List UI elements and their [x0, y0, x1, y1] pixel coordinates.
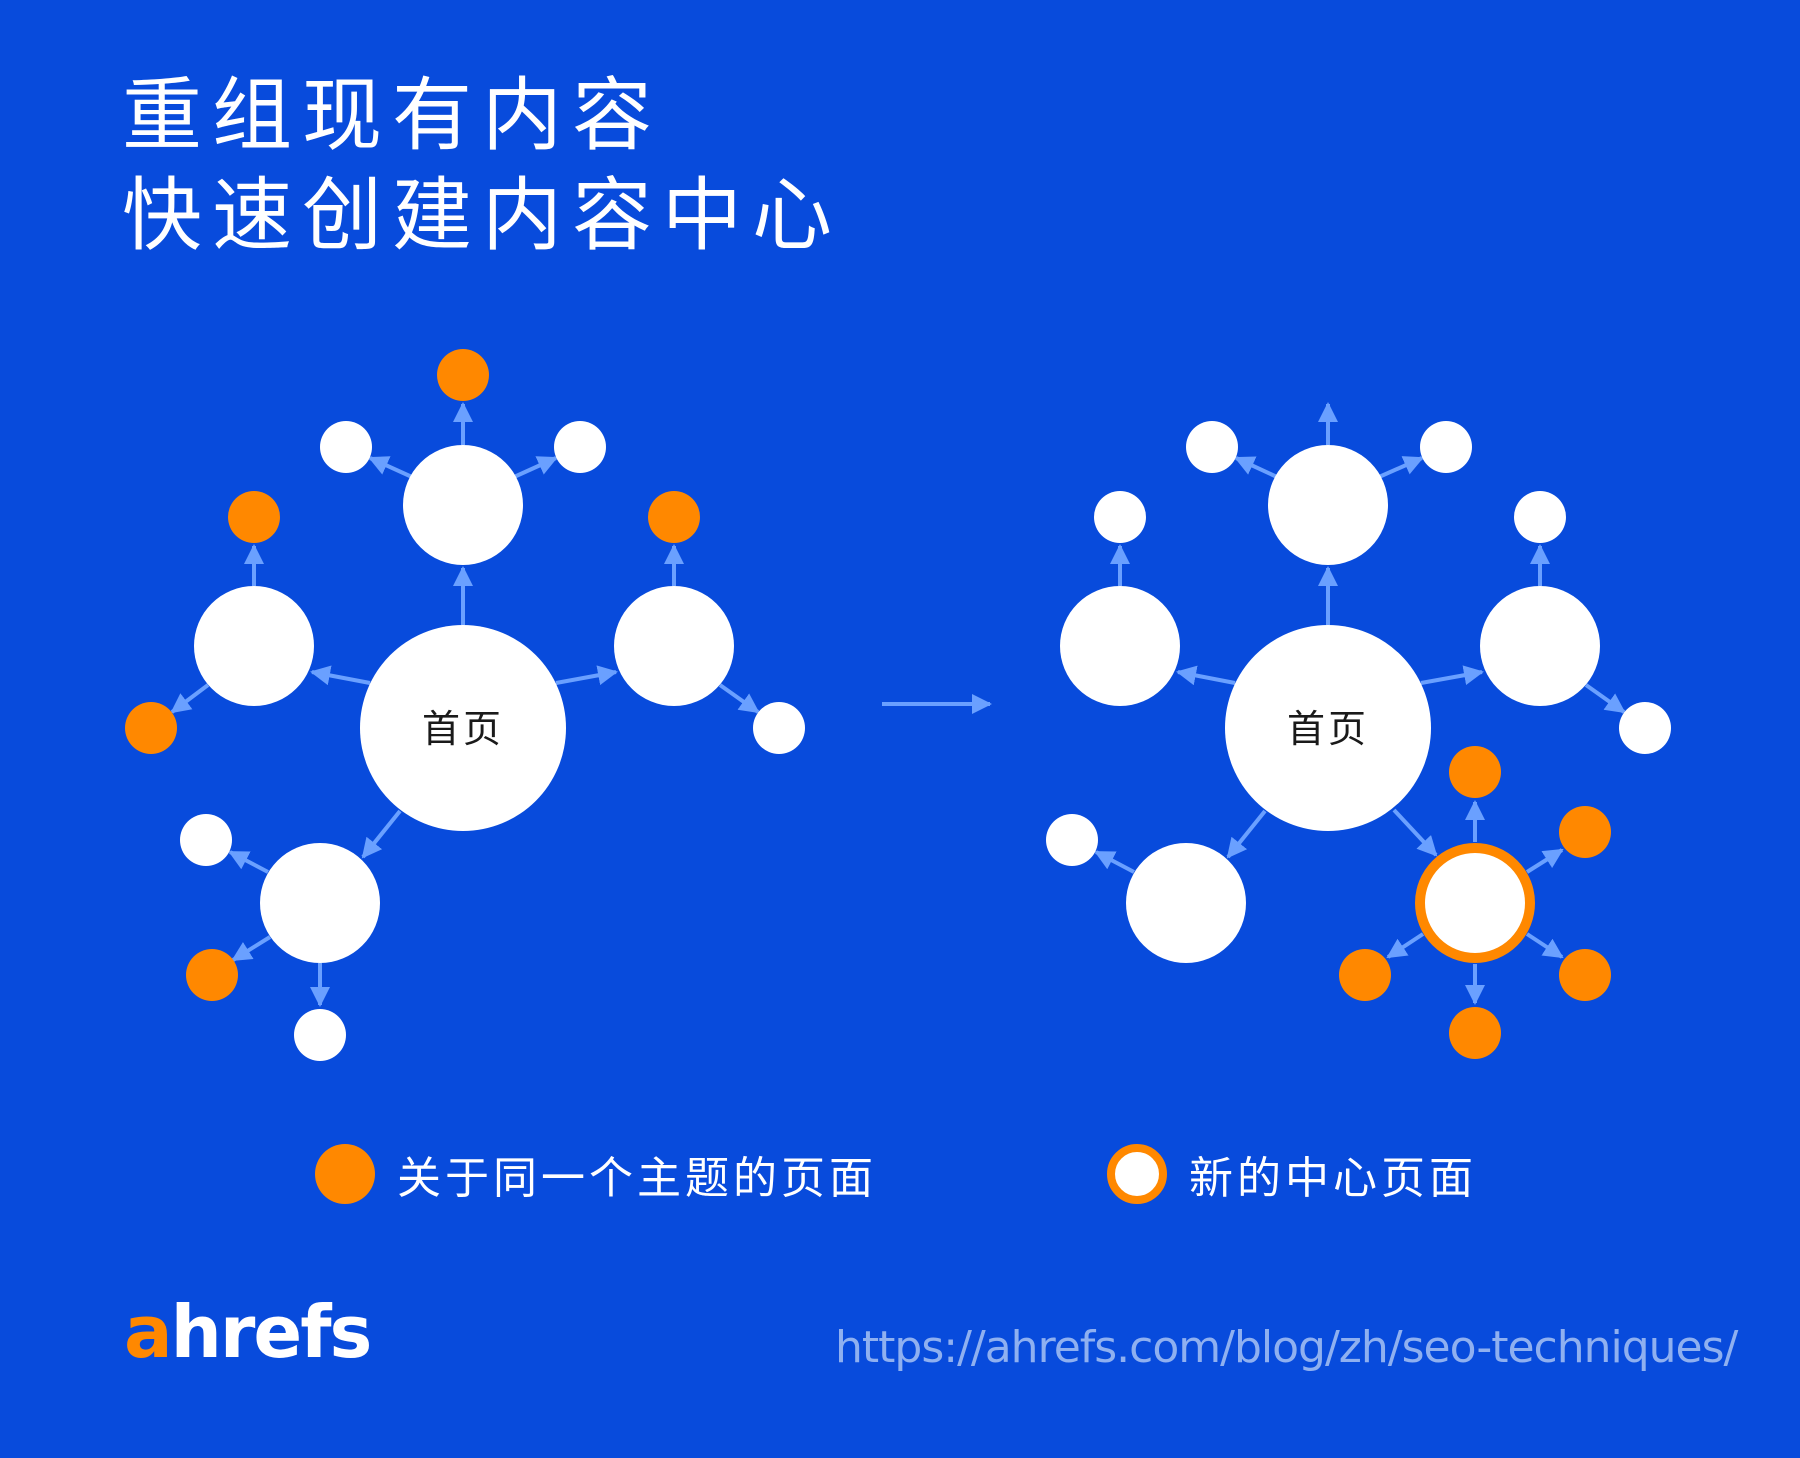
orange-dot-icon — [315, 1144, 375, 1204]
category-node — [1268, 445, 1388, 565]
category-node — [260, 843, 380, 963]
before-home-label: 首页 — [422, 707, 504, 751]
page-node — [753, 702, 805, 754]
ahrefs-logo: ahrefs — [124, 1296, 372, 1368]
topic-page-node — [1559, 806, 1611, 858]
home-node — [360, 625, 566, 831]
legend-new-hub: 新的中心页面 — [1107, 1142, 1477, 1206]
topic-page-node — [1339, 949, 1391, 1001]
title-line-1: 重组现有内容 — [122, 69, 662, 162]
category-node — [194, 586, 314, 706]
page-node — [1094, 491, 1146, 543]
page-node — [1420, 421, 1472, 473]
logo-a: a — [124, 1290, 173, 1374]
page-node — [1046, 814, 1098, 866]
category-node — [614, 586, 734, 706]
before-nodes — [125, 349, 805, 1061]
topic-page-node — [1559, 949, 1611, 1001]
category-node — [403, 445, 523, 565]
page-node — [554, 421, 606, 473]
after-nodes — [1046, 421, 1671, 1059]
topic-page-node — [186, 949, 238, 1001]
after-graph — [1094, 402, 1626, 1005]
category-node — [1480, 586, 1600, 706]
hub-ring-icon — [1107, 1144, 1167, 1204]
logo-rest: hrefs — [170, 1290, 373, 1374]
topic-page-node — [1449, 1007, 1501, 1059]
after-home-label: 首页 — [1287, 707, 1369, 751]
title-line-2: 快速创建内容中心 — [122, 169, 842, 262]
page-node — [1186, 421, 1238, 473]
page-node — [320, 421, 372, 473]
legend-topic-pages: 关于同一个主题的页面 — [315, 1142, 877, 1206]
category-node — [1060, 586, 1180, 706]
topic-page-node — [1449, 746, 1501, 798]
page-node — [180, 814, 232, 866]
source-url: https://ahrefs.com/blog/zh/seo-technique… — [835, 1322, 1738, 1373]
category-node — [1126, 843, 1246, 963]
topic-page-node — [228, 491, 280, 543]
page-title: 重组现有内容 快速创建内容中心 — [122, 66, 842, 266]
new-hub-node — [1415, 843, 1535, 963]
topic-page-node — [125, 702, 177, 754]
page-node — [294, 1009, 346, 1061]
before-graph — [170, 402, 760, 1007]
page-node — [1514, 491, 1566, 543]
topic-page-node — [648, 491, 700, 543]
home-node — [1225, 625, 1431, 831]
legend-topic-pages-label: 关于同一个主题的页面 — [397, 1153, 877, 1204]
legend-new-hub-label: 新的中心页面 — [1189, 1153, 1477, 1204]
page-node — [1619, 702, 1671, 754]
topic-page-node — [437, 349, 489, 401]
